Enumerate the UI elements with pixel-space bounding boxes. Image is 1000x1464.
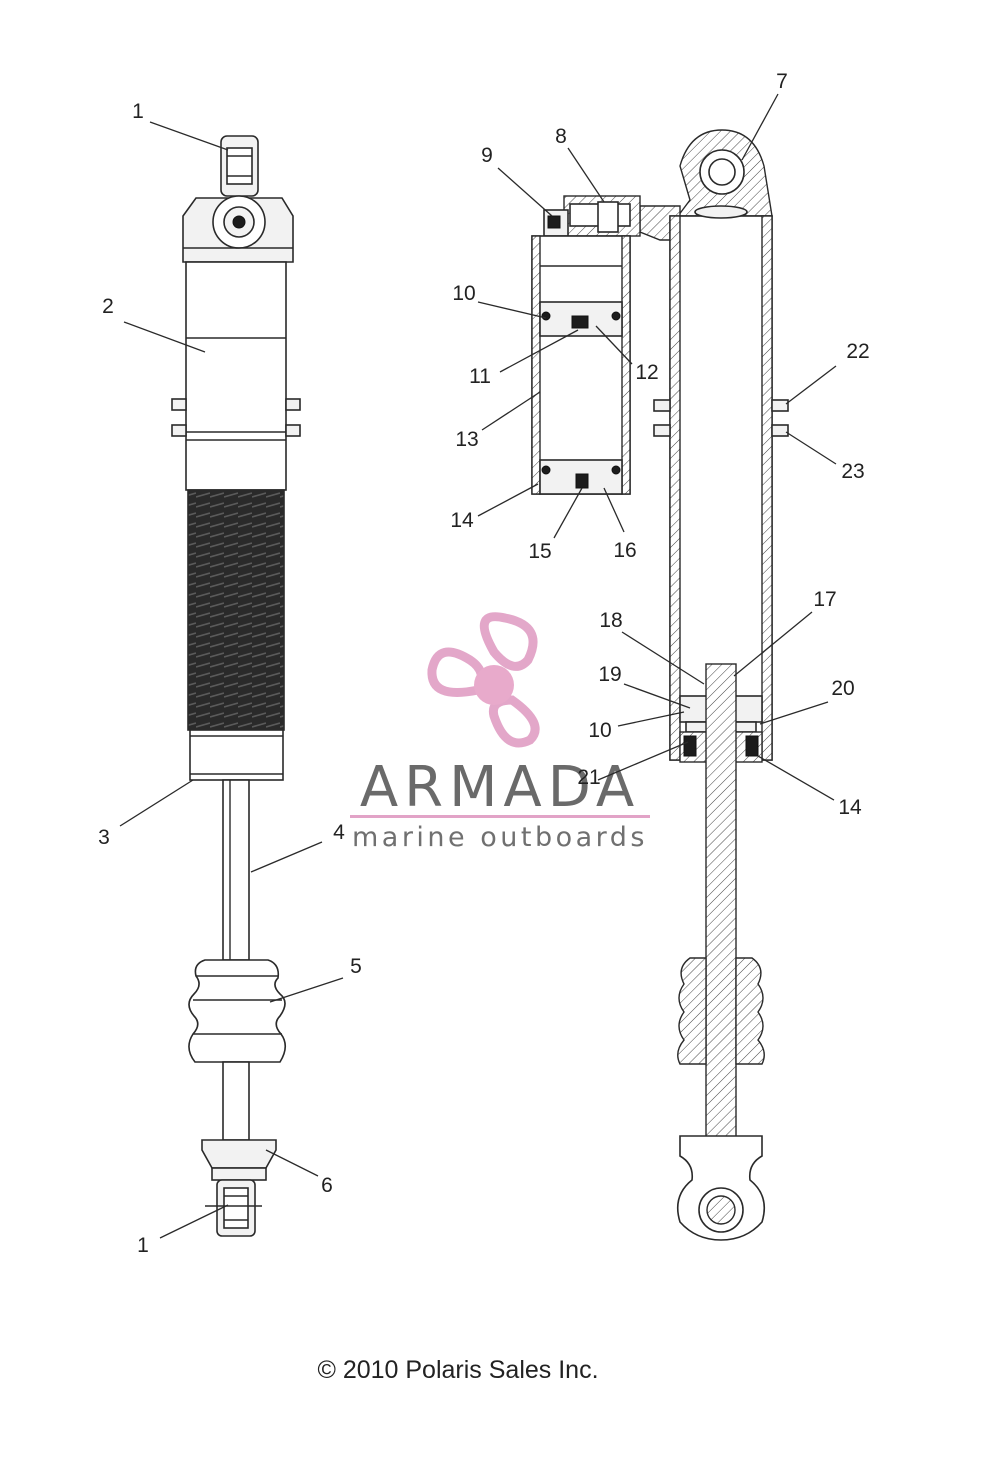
callout-15: 15 bbox=[528, 540, 551, 563]
armada-watermark: ARMADA marine outboards bbox=[350, 612, 650, 853]
callout-10-reservoir: 10 bbox=[452, 282, 475, 305]
left-shock-assembly bbox=[171, 135, 301, 1237]
sectioned-shaft bbox=[705, 663, 737, 1165]
lower-collar bbox=[189, 729, 284, 781]
callout-19: 19 bbox=[598, 663, 621, 686]
bottom-mount bbox=[676, 1135, 766, 1241]
lower-shaft bbox=[222, 1061, 250, 1141]
callout-7: 7 bbox=[776, 70, 788, 93]
callout-6: 6 bbox=[321, 1174, 333, 1197]
callout-5: 5 bbox=[350, 955, 362, 978]
shock-body bbox=[171, 261, 301, 491]
callout-16: 16 bbox=[613, 539, 636, 562]
callout-4: 4 bbox=[333, 821, 345, 844]
shaft bbox=[222, 779, 250, 961]
spring-coil bbox=[187, 489, 285, 731]
callout-14-reservoir: 14 bbox=[450, 509, 474, 532]
watermark-subtitle: marine outboards bbox=[352, 822, 648, 853]
copyright-notice: © 2010 Polaris Sales Inc. bbox=[317, 1356, 598, 1384]
callout-labels: 1 2 3 4 5 6 1 7 8 9 10 11 12 13 14 15 16… bbox=[98, 70, 870, 1257]
sectional-shock-assembly bbox=[531, 129, 789, 1241]
adjuster-valve bbox=[543, 195, 641, 237]
callout-14-piston: 14 bbox=[838, 796, 862, 819]
callout-10-piston: 10 bbox=[588, 719, 611, 742]
callout-17: 17 bbox=[813, 588, 836, 611]
callout-3: 3 bbox=[98, 826, 110, 849]
callout-20: 20 bbox=[831, 677, 854, 700]
propeller-logo-icon bbox=[427, 612, 540, 748]
callout-18: 18 bbox=[599, 609, 622, 632]
callout-11: 11 bbox=[469, 365, 491, 388]
bump-stop bbox=[188, 959, 287, 1063]
watermark-rule bbox=[350, 815, 650, 818]
callout-1-top: 1 bbox=[132, 100, 144, 123]
bottom-eyelet bbox=[205, 1179, 262, 1237]
lower-cap bbox=[201, 1139, 277, 1181]
callout-8: 8 bbox=[555, 125, 567, 148]
top-mount bbox=[676, 129, 773, 217]
callout-1-bottom: 1 bbox=[137, 1234, 149, 1257]
top-eyelet bbox=[220, 135, 259, 197]
callout-9: 9 bbox=[481, 144, 493, 167]
callout-22: 22 bbox=[846, 340, 869, 363]
sectioned-bump-stop bbox=[677, 957, 765, 1065]
top-cap bbox=[182, 195, 294, 263]
callout-13: 13 bbox=[455, 428, 478, 451]
main-cylinder bbox=[653, 205, 789, 761]
reservoir bbox=[531, 235, 631, 495]
callout-23: 23 bbox=[841, 460, 864, 483]
callout-12: 12 bbox=[635, 361, 658, 384]
callout-2: 2 bbox=[102, 295, 114, 318]
leader-lines bbox=[119, 93, 837, 1239]
callout-21: 21 bbox=[577, 766, 600, 789]
watermark-title: ARMADA bbox=[360, 755, 640, 820]
